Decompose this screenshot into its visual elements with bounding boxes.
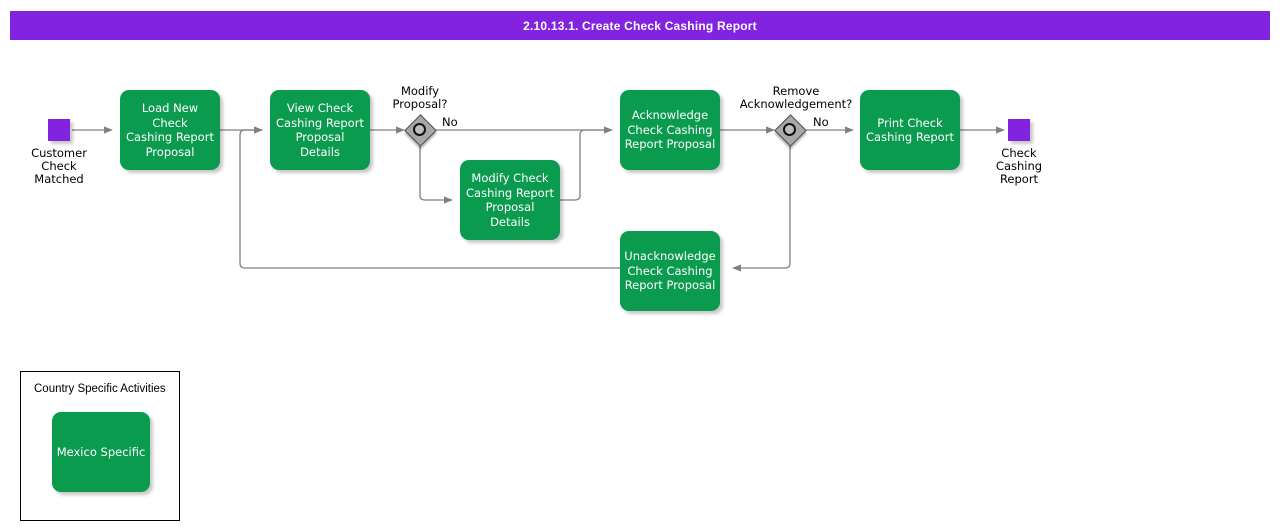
legend-title: Country Specific Activities bbox=[34, 383, 166, 395]
gateway-modify-proposal[interactable] bbox=[404, 114, 437, 147]
flow-gateway1-yes-to-modify bbox=[419, 146, 453, 204]
gateway-remove-acknowledgement-label: Remove Acknowledgement? bbox=[739, 84, 853, 111]
task-label: Acknowledge Check Cashing Report Proposa… bbox=[624, 108, 716, 152]
task-view-check-cashing-report-proposal-details[interactable]: View Check Cashing Report Proposal Detai… bbox=[270, 90, 370, 170]
task-unacknowledge-check-cashing-report-proposal[interactable]: Unacknowledge Check Cashing Report Propo… bbox=[620, 231, 720, 311]
start-event-customer-check-matched[interactable] bbox=[48, 119, 70, 141]
start-event-label: Customer Check Matched bbox=[31, 146, 87, 186]
legend-country-specific-activities: Country Specific Activities Mexico Speci… bbox=[20, 371, 180, 521]
task-label: Modify Check Cashing Report Proposal Det… bbox=[466, 171, 554, 229]
page-title: 2.10.13.1. Create Check Cashing Report bbox=[10, 11, 1270, 40]
gateway-remove-acknowledgement[interactable] bbox=[774, 114, 807, 147]
gateway-modify-proposal-label: Modify Proposal? bbox=[392, 84, 448, 111]
gateway-inner-circle-icon bbox=[783, 123, 796, 136]
task-label: View Check Cashing Report Proposal Detai… bbox=[276, 101, 364, 159]
end-event-check-cashing-report[interactable] bbox=[1008, 119, 1030, 141]
task-modify-check-cashing-report-proposal-details[interactable]: Modify Check Cashing Report Proposal Det… bbox=[460, 160, 560, 240]
task-label: Unacknowledge Check Cashing Report Propo… bbox=[624, 249, 716, 293]
end-event-label: Check Cashing Report bbox=[995, 146, 1043, 186]
flow-gateway2-yes-to-unacknowledge bbox=[732, 146, 791, 272]
gateway-inner-circle-icon bbox=[413, 123, 426, 136]
flow-modify-to-mainline bbox=[560, 129, 604, 201]
task-label: Load New Check Cashing Report Proposal bbox=[126, 101, 214, 159]
legend-item-mexico-specific[interactable]: Mexico Specific bbox=[52, 412, 150, 492]
task-load-new-check-cashing-report-proposal[interactable]: Load New Check Cashing Report Proposal bbox=[120, 90, 220, 170]
task-acknowledge-check-cashing-report-proposal[interactable]: Acknowledge Check Cashing Report Proposa… bbox=[620, 90, 720, 170]
legend-item-label: Mexico Specific bbox=[56, 444, 146, 459]
flow-label-gateway2-no: No bbox=[813, 115, 829, 129]
flow-label-gateway1-no: No bbox=[442, 115, 458, 129]
task-print-check-cashing-report[interactable]: Print Check Cashing Report bbox=[860, 90, 960, 170]
task-label: Print Check Cashing Report bbox=[866, 115, 954, 145]
